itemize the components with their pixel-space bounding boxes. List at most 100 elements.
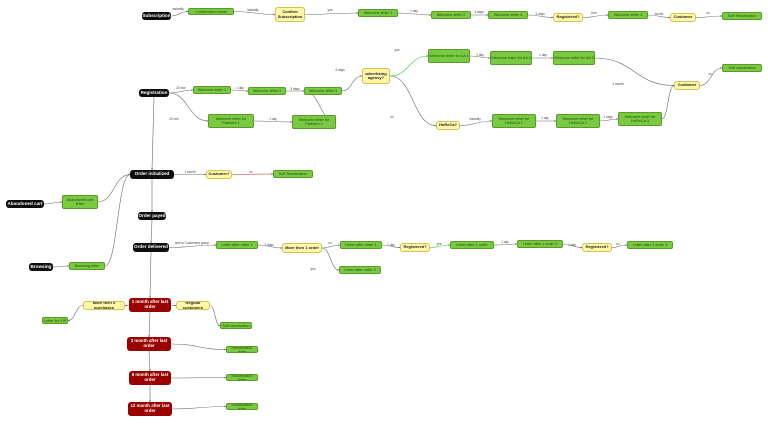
node-browsing[interactable]: Browsing xyxy=(29,263,53,271)
node-letter-after-order-a[interactable]: Letter after order 1 xyxy=(340,241,382,249)
connector xyxy=(253,120,293,123)
edge-label: 1 month xyxy=(184,170,196,174)
node-confirm-subscription[interactable]: Confirm Subscription xyxy=(275,7,305,22)
edge-label: 1 day xyxy=(269,117,277,121)
connector xyxy=(230,89,249,92)
node-welcome-partners-1[interactable]: Welcome letter for Partners 1 xyxy=(208,114,254,128)
edge-label: yes xyxy=(310,267,316,271)
connector xyxy=(168,92,209,122)
edge-label: yes xyxy=(327,8,333,12)
connector xyxy=(582,14,609,18)
node-registered-c[interactable]: Registered? xyxy=(582,243,612,252)
node-subscription[interactable]: Subscription xyxy=(142,12,171,20)
node-1-month[interactable]: 1 month after last order xyxy=(129,298,171,312)
edge-label: 1 day xyxy=(501,240,509,244)
connector xyxy=(381,244,401,249)
node-soft-reactivation-order[interactable]: Soft Reactivation xyxy=(273,170,313,178)
node-6-month[interactable]: 6 month after last order xyxy=(129,371,171,385)
node-reactivation-letter-6[interactable]: Reactivation letter xyxy=(226,374,258,381)
node-abandoned-cart[interactable]: Abandoned cart xyxy=(6,200,44,208)
node-letter-for-vip[interactable]: Letter for VIP xyxy=(42,317,68,324)
connector xyxy=(429,244,451,248)
connector xyxy=(389,75,437,127)
edge-label: and to Customers group xyxy=(174,241,210,245)
edge-label: no xyxy=(390,115,394,119)
node-soft-reactivation-top[interactable]: Soft Reactivation xyxy=(722,12,762,20)
node-welcome-letter-3-top[interactable]: Welcome letter 3 xyxy=(488,11,528,19)
node-soft-reactivation-m1[interactable]: Soft reactivation xyxy=(220,322,252,329)
node-order-payed[interactable]: Order payed xyxy=(138,212,166,220)
connector xyxy=(170,10,189,17)
connector xyxy=(321,244,341,249)
node-customer-mid[interactable]: Customer xyxy=(674,81,700,90)
connector xyxy=(599,118,619,122)
edge-label: 1 day xyxy=(541,116,549,120)
node-letter-after-order-b[interactable]: Letter after 1 order xyxy=(450,241,494,249)
node-registered-b[interactable]: Registered? xyxy=(400,243,430,252)
node-customer-question[interactable]: Customer? xyxy=(206,170,232,179)
node-welcome-aa-2[interactable]: Welcome letter for AA 2 xyxy=(490,51,532,65)
node-more-than-5-purchases[interactable]: More then 5 purchases xyxy=(83,301,125,310)
node-welcome-horeca-3[interactable]: Welcome letter for HoReCa 3 xyxy=(618,112,662,126)
edge-label: 1 day xyxy=(410,9,418,13)
connector xyxy=(469,55,491,59)
edge-label: 1 days xyxy=(603,115,613,119)
connector xyxy=(170,376,227,379)
node-browsing-letter[interactable]: Browsing letter xyxy=(69,262,105,270)
edge-label: instantly xyxy=(469,117,481,121)
node-welcome-aa-1[interactable]: Welcome letter for AA 1 xyxy=(428,49,470,63)
edge-label: 1 day xyxy=(236,86,244,90)
edge-label: 20 min xyxy=(169,117,179,121)
node-reactivation-letter-3[interactable]: Reactivation letter xyxy=(226,346,258,353)
node-horeca-question[interactable]: HoReCa? xyxy=(436,121,460,130)
node-order-initialized[interactable]: Order initialized xyxy=(130,170,174,179)
connector xyxy=(257,244,283,249)
node-welcome-horeca-2[interactable]: Welcome letter for HoReCa 2 xyxy=(556,114,600,128)
edge-label: no xyxy=(708,72,712,76)
edge-label: 3 days xyxy=(535,12,545,16)
connector xyxy=(341,75,363,92)
node-welcome-horeca-1[interactable]: Welcome letter for HoReCa 1 xyxy=(492,114,536,128)
node-welcome-letter-2-top[interactable]: Welcome letter 2 xyxy=(431,11,471,19)
node-welcome-aa-3[interactable]: Welcome letter for AA 3 xyxy=(553,51,595,65)
node-welcome-letter-1-top[interactable]: Welcome letter 1 xyxy=(358,9,398,17)
node-confirmation-email[interactable]: Confirmation email xyxy=(188,8,234,15)
node-registered-top[interactable]: Registered? xyxy=(553,13,583,22)
connector xyxy=(389,55,429,77)
edge-label: 20 min xyxy=(176,86,186,90)
node-reactivation-letter-12[interactable]: Reactivation letter xyxy=(226,403,258,410)
node-more-than-1-order[interactable]: More then 1 order xyxy=(282,243,322,253)
node-letter-after-order-c[interactable]: Letter after 1 order 2 xyxy=(517,240,563,248)
connector xyxy=(168,89,194,94)
edge-label: no xyxy=(249,170,253,174)
node-advertising-agency[interactable]: advertising agency? xyxy=(362,68,390,84)
node-welcome-letter-4-top[interactable]: Welcome letter 4 xyxy=(608,11,648,19)
node-letter-after-order-2[interactable]: Letter after order 2 xyxy=(339,266,381,274)
node-3-month[interactable]: 3 month after last order xyxy=(127,337,171,351)
node-soft-reactivation-aa[interactable]: Soft reactivation xyxy=(722,64,762,72)
connector xyxy=(67,305,84,322)
connector xyxy=(231,173,274,175)
node-registration[interactable]: Registration xyxy=(139,89,169,97)
edge-label: no xyxy=(616,242,620,246)
node-welcome-letter-1-reg[interactable]: Welcome letter 1 xyxy=(193,86,231,94)
connector xyxy=(493,243,518,246)
edge-label: instantly xyxy=(172,7,184,11)
node-abandoned-cart-letter[interactable]: Abandoned cart letter xyxy=(62,195,98,209)
node-welcome-partners-2[interactable]: Welcome letter for Partners 2 xyxy=(292,115,336,129)
edge-label: 3 days xyxy=(474,10,484,14)
edge-label: 4 days xyxy=(335,68,345,72)
node-12-month[interactable]: 12 month after last order xyxy=(128,402,172,416)
node-customer-top[interactable]: Customer xyxy=(670,13,696,22)
node-regular-customers[interactable]: Regular customers xyxy=(176,301,210,310)
connector xyxy=(321,247,340,271)
node-order-delivered[interactable]: Order delivered xyxy=(133,243,169,252)
edge-label: 7 days xyxy=(264,243,274,247)
node-letter-after-order-1[interactable]: Letter after order 1 xyxy=(216,241,258,249)
node-welcome-letter-3-reg[interactable]: Welcome letter 3 xyxy=(304,87,342,95)
node-letter-after-order-d[interactable]: Letter after 1 order 3 xyxy=(627,241,673,249)
edge-label: 1 day xyxy=(568,243,576,247)
node-welcome-letter-2-reg[interactable]: Welcome letter 2 xyxy=(248,87,286,95)
